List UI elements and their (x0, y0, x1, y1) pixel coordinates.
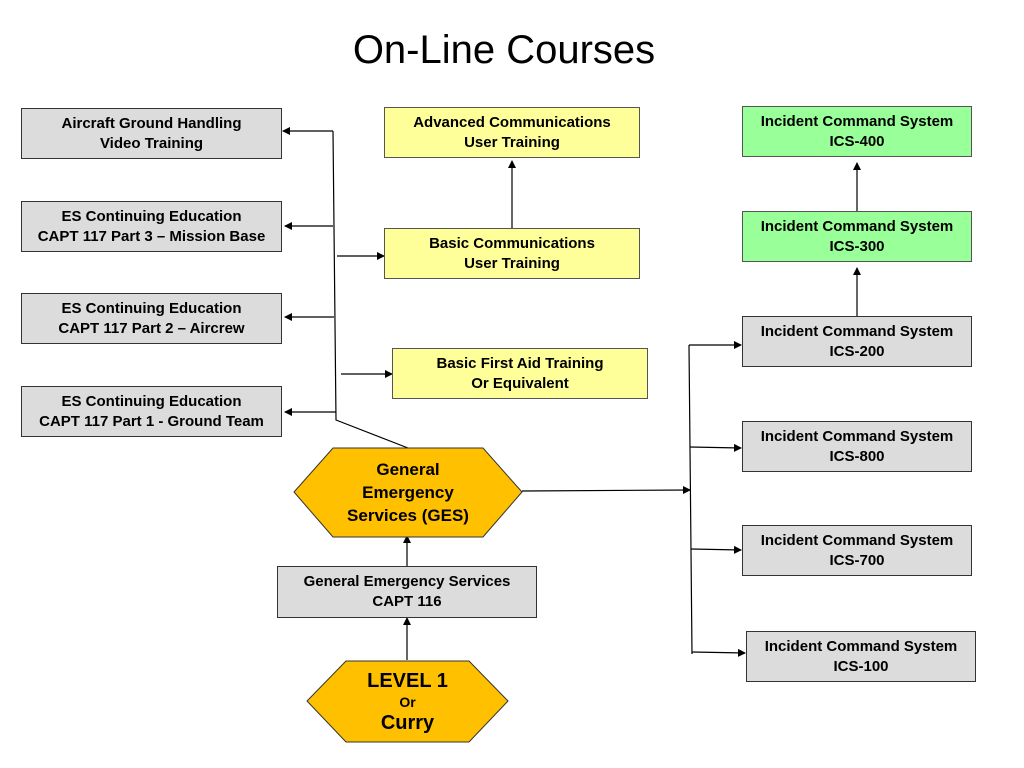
ges-line3: Services (GES) (347, 506, 469, 525)
arrow-ges-to-ics-trunk (521, 486, 691, 495)
course-box-line2: User Training (464, 133, 560, 151)
level1-hexagon-shape (306, 660, 509, 743)
course-box-line2: ICS-100 (833, 657, 889, 675)
course-box-line1: ES Continuing Education (61, 392, 242, 410)
ics-trunk-line (688, 344, 693, 655)
course-box-line2: Or Equivalent (471, 374, 569, 392)
course-box-line1: Basic First Aid Training (436, 354, 604, 372)
course-box-line2: Video Training (99, 134, 204, 152)
course-box-line1: ES Continuing Education (61, 207, 242, 225)
course-box-line1: Incident Command System (760, 322, 954, 340)
course-box-line1: Incident Command System (764, 637, 958, 655)
ges-hexagon: General Emergency Services (GES) (293, 447, 523, 538)
arrow-to-ics-100 (691, 648, 746, 657)
course-box-line2: ICS-800 (829, 447, 885, 465)
course-box-ics-800: Incident Command System ICS-800 (742, 421, 972, 472)
level1-line1: LEVEL 1 (367, 669, 448, 692)
course-box-line2: User Training (464, 254, 560, 272)
arrow-to-ics-800 (689, 443, 742, 452)
course-box-aircraft-ground-handling: Aircraft Ground Handling Video Training (21, 108, 282, 159)
course-box-line1: Incident Command System (760, 112, 954, 130)
course-box-line2: ICS-200 (829, 342, 885, 360)
course-box-ics-300: Incident Command System ICS-300 (742, 211, 972, 262)
course-box-line2: ICS-300 (829, 237, 885, 255)
course-box-line1: Advanced Communications (413, 113, 611, 131)
course-box-line1: Incident Command System (760, 427, 954, 445)
ges-hexagon-shape (293, 447, 523, 538)
level1-hexagon: LEVEL 1 Or Curry (306, 660, 509, 743)
course-box-ics-700: Incident Command System ICS-700 (742, 525, 972, 576)
course-box-capt117-part1: ES Continuing Education CAPT 117 Part 1 … (21, 386, 282, 437)
course-box-capt117-part2: ES Continuing Education CAPT 117 Part 2 … (21, 293, 282, 344)
course-box-line1: Incident Command System (760, 217, 954, 235)
course-box-line1: Aircraft Ground Handling (61, 114, 242, 132)
page-title: On-Line Courses (352, 28, 656, 72)
course-box-line2: CAPT 116 (372, 593, 442, 610)
course-box-line1: General Emergency Services (303, 573, 511, 590)
course-box-capt116: General Emergency Services CAPT 116 (277, 566, 537, 618)
course-box-line2: CAPT 117 Part 3 – Mission Base (37, 227, 266, 245)
left-trunk-line (332, 130, 409, 449)
level1-line3: Curry (380, 711, 435, 734)
course-box-line2: ICS-700 (829, 551, 885, 569)
course-box-line1: Basic Communications (429, 234, 595, 252)
ges-line2: Emergency (362, 483, 454, 502)
course-box-line2: ICS-400 (829, 132, 885, 150)
course-box-ics-400: Incident Command System ICS-400 (742, 106, 972, 157)
course-box-advanced-communications: Advanced Communications User Training (384, 107, 640, 158)
course-box-capt117-part3: ES Continuing Education CAPT 117 Part 3 … (21, 201, 282, 252)
course-box-line2: CAPT 117 Part 2 – Aircrew (58, 319, 245, 337)
course-box-line1: ES Continuing Education (61, 299, 242, 317)
ges-line1: General (376, 460, 440, 479)
course-box-line1: Incident Command System (760, 531, 954, 549)
course-box-basic-communications: Basic Communications User Training (384, 228, 640, 279)
course-box-line2: CAPT 117 Part 1 - Ground Team (39, 412, 264, 430)
course-box-basic-first-aid: Basic First Aid Training Or Equivalent (392, 348, 648, 399)
course-box-ics-200: Incident Command System ICS-200 (742, 316, 972, 367)
arrow-to-ics-700 (690, 545, 742, 554)
course-box-ics-100: Incident Command System ICS-100 (746, 631, 976, 682)
level1-line2: Or (399, 693, 416, 710)
